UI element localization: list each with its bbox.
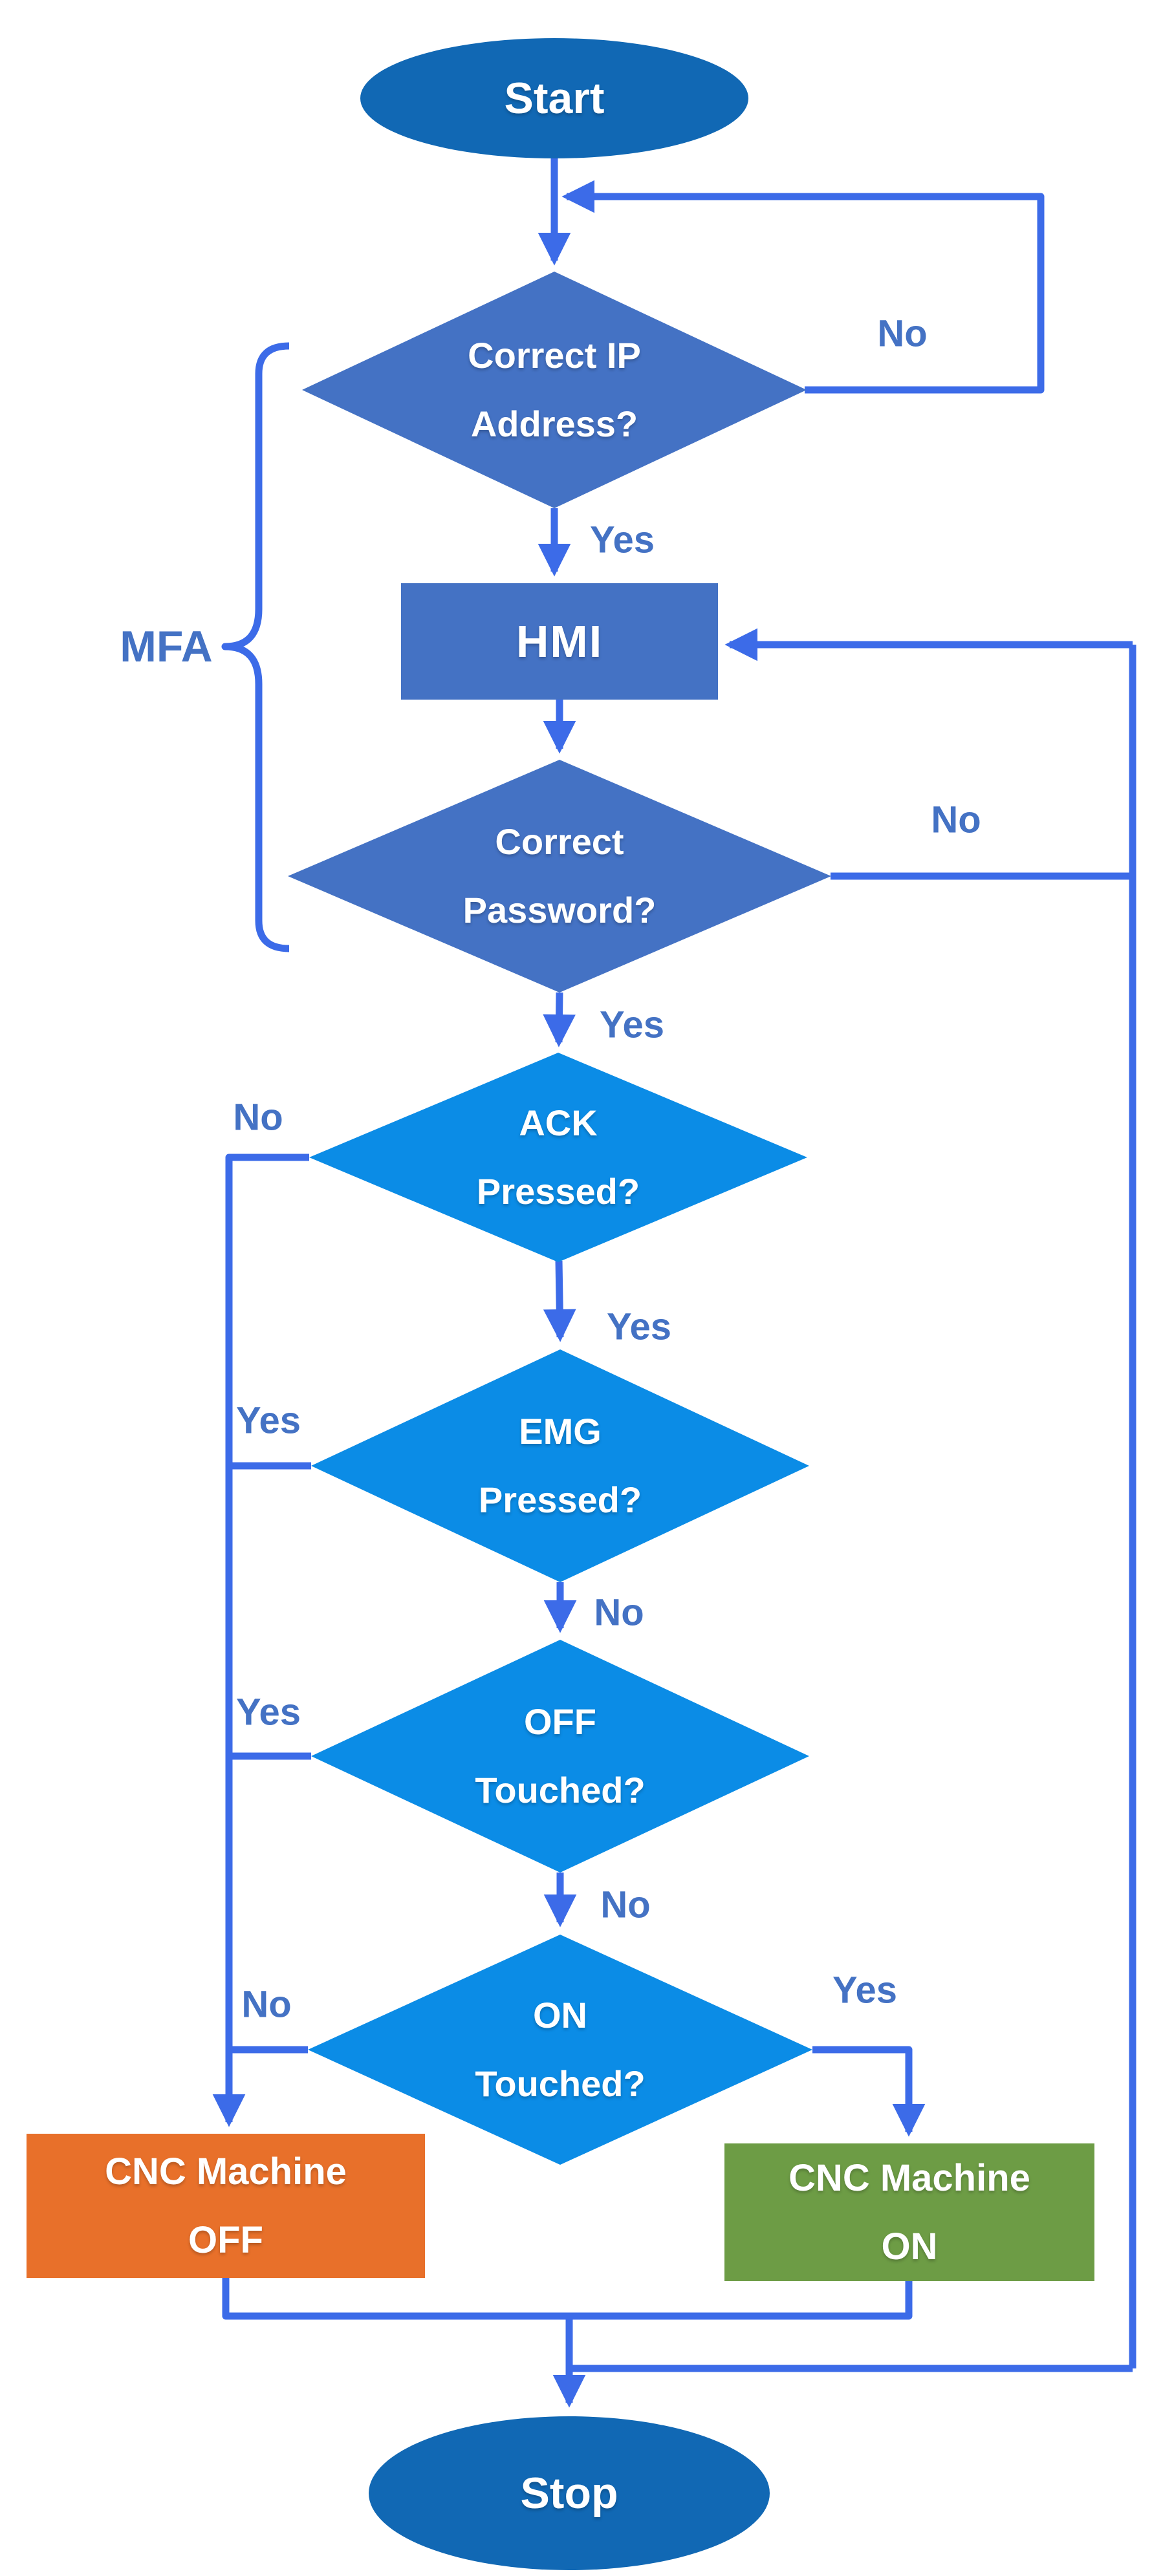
password-line1: Correct [495, 821, 624, 862]
decision-correct-password: Correct Password? [288, 760, 831, 993]
process-cnc-machine-off: CNC Machine OFF [27, 2134, 425, 2278]
label-ack-yes: Yes [607, 1305, 671, 1348]
cnc-off-line2: OFF [188, 2218, 263, 2261]
edge-ack-yes [543, 1260, 576, 1342]
label-off-yes: Yes [236, 1691, 301, 1733]
stop-label: Stop [520, 2469, 618, 2518]
ack-line1: ACK [519, 1102, 598, 1143]
label-on-yes: Yes [832, 1969, 897, 2012]
decision-off-touched: OFF Touched? [311, 1640, 809, 1873]
edge-ack-no-collector [212, 1154, 309, 2127]
emg-line2: Pressed? [478, 1479, 642, 1520]
mfa-annotation: MFA [120, 622, 213, 671]
off-line2: Touched? [475, 1770, 646, 1810]
decision-on-touched: ON Touched? [308, 1935, 812, 2165]
ip-line1: Correct IP [468, 334, 641, 376]
label-emg-yes: Yes [236, 1399, 301, 1442]
edge-merge-line [222, 2278, 913, 2320]
decision-emg-pressed: EMG Pressed? [311, 1349, 809, 1582]
hmi-label: HMI [516, 616, 603, 667]
start-terminator: Start [360, 38, 748, 158]
start-label: Start [504, 74, 605, 123]
emg-line1: EMG [519, 1410, 602, 1452]
decision-correct-ip-address: Correct IP Address? [302, 272, 807, 508]
label-ip-yes: Yes [590, 519, 655, 561]
label-off-no: No [600, 1884, 651, 1926]
label-password-no: No [931, 799, 981, 841]
ack-line2: Pressed? [476, 1171, 640, 1212]
password-line2: Password? [462, 890, 657, 930]
on-line2: Touched? [475, 2063, 646, 2104]
process-cnc-machine-on: CNC Machine ON [724, 2143, 1094, 2281]
label-emg-no: No [594, 1591, 644, 1634]
on-line1: ON [533, 1994, 587, 2035]
cnc-on-line2: ON [881, 2225, 938, 2268]
ip-line2: Address? [470, 403, 638, 444]
edge-password-yes [543, 992, 576, 1047]
stop-terminator: Stop [369, 2416, 770, 2570]
label-password-yes: Yes [600, 1004, 664, 1046]
mfa-brace [221, 342, 290, 952]
label-ack-no: No [233, 1096, 283, 1139]
process-hmi: HMI [401, 583, 718, 700]
label-ip-no: No [877, 312, 928, 355]
cnc-on-line1: CNC Machine [788, 2156, 1030, 2199]
cnc-off-line1: CNC Machine [105, 2150, 347, 2193]
edge-on-yes [812, 2046, 926, 2137]
decision-ack-pressed: ACK Pressed? [309, 1053, 807, 1262]
off-line1: OFF [524, 1701, 596, 1742]
label-on-no: No [241, 1983, 292, 2026]
